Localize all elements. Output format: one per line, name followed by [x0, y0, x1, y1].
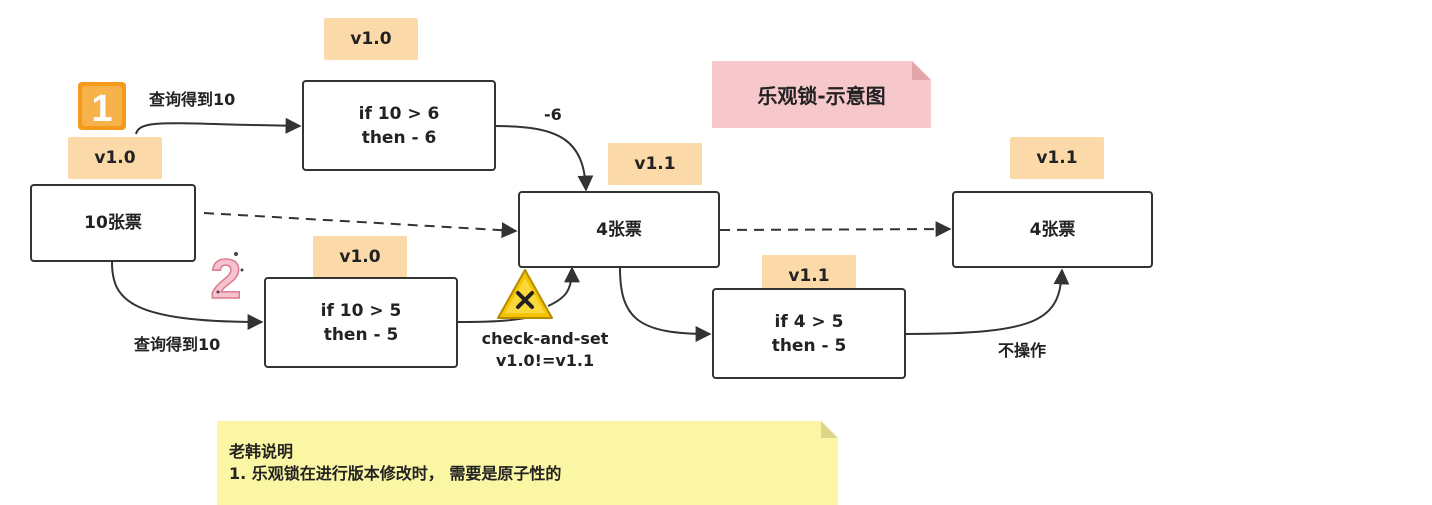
note-heading: 老韩说明	[229, 442, 294, 461]
label-no-op: 不操作	[998, 341, 1047, 360]
label-check-and-set: check-and-set v1.0!=v1.1	[470, 328, 620, 372]
arrow-mid-to-op3	[619, 267, 712, 342]
version-tag-op1: v1.0	[324, 18, 418, 60]
node-mid: 4张票	[518, 191, 720, 268]
dashed-start-to-mid	[203, 212, 518, 239]
svg-text:1: 1	[91, 88, 112, 130]
node-end: 4张票	[952, 191, 1153, 268]
explanation-note: 老韩说明 1. 乐观锁在进行版本修改时， 需要是原子性的	[217, 421, 838, 505]
arrow-start-to-op2	[111, 261, 264, 330]
label-query-1: 查询得到10	[149, 90, 236, 109]
arrow-op3-to-end	[905, 268, 1070, 335]
version-tag-start: v1.0	[68, 137, 162, 179]
note-line-1: 1. 乐观锁在进行版本修改时， 需要是原子性的	[229, 464, 562, 483]
svg-text:2: 2	[210, 247, 241, 310]
warning-icon	[497, 269, 553, 319]
node-mid-label: 4张票	[596, 219, 642, 240]
step-1-badge-icon: 1	[78, 82, 126, 130]
arrow-op1-to-mid	[495, 125, 594, 192]
diagram-title: 乐观锁-示意图	[712, 61, 931, 128]
node-op2-line2: then - 5	[323, 324, 399, 345]
label-cas-line2: v1.0!=v1.1	[495, 351, 595, 370]
dashed-mid-to-end	[719, 221, 952, 238]
label-minus-6: -6	[544, 105, 562, 124]
node-start: 10张票	[30, 184, 196, 262]
label-query-2: 查询得到10	[134, 335, 221, 354]
step-2-badge-icon: 2	[210, 246, 244, 311]
node-op2: if 10 > 5 then - 5	[264, 277, 458, 368]
label-cas-line1: check-and-set	[481, 329, 609, 348]
node-op1: if 10 > 6 then - 6	[302, 80, 496, 171]
node-op3-line2: then - 5	[771, 335, 847, 356]
diagram-title-text: 乐观锁-示意图	[757, 84, 886, 108]
node-op1-line2: then - 6	[361, 127, 437, 148]
arrow-warning-to-mid	[547, 266, 580, 307]
node-end-label: 4张票	[1029, 219, 1076, 240]
node-op3: if 4 > 5 then - 5	[712, 288, 906, 379]
node-op3-line1: if 4 > 5	[774, 311, 844, 332]
node-op2-line1: if 10 > 5	[320, 300, 402, 321]
node-start-label: 10张票	[84, 213, 142, 233]
node-op1-line1: if 10 > 6	[358, 103, 440, 124]
version-tag-op2: v1.0	[313, 236, 407, 278]
version-tag-end: v1.1	[1010, 137, 1104, 179]
version-tag-mid: v1.1	[608, 143, 702, 185]
arrow-start-to-op1	[135, 117, 302, 135]
